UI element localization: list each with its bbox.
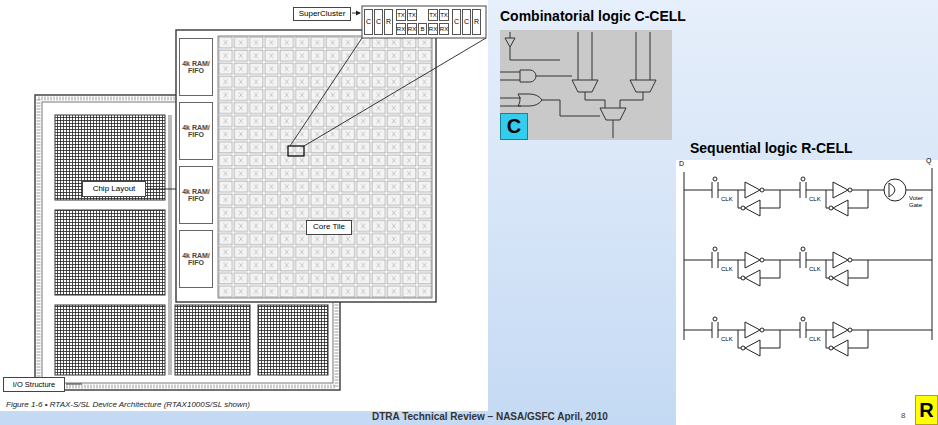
c-cell: C	[364, 9, 373, 35]
c-cell: C	[452, 9, 461, 35]
box-text: Chip Layout	[93, 185, 136, 193]
inversion-bubble	[848, 328, 852, 332]
latch-row	[684, 322, 932, 356]
box-text: TX	[429, 12, 437, 18]
box-text: C	[454, 18, 459, 25]
box-text: I/O Structure	[13, 381, 56, 389]
box-text: 4k RAM/ FIFO	[180, 188, 212, 203]
tx-cell: TX	[428, 9, 438, 21]
box-text: TX	[408, 12, 416, 18]
ram-block: 4k RAM/ FIFO	[179, 38, 213, 96]
inversion-bubble	[741, 206, 745, 210]
inversion-bubble	[760, 328, 764, 332]
c-cell-tag: C	[500, 113, 528, 140]
box-text: B	[420, 26, 424, 32]
rx-cell: RX	[396, 23, 406, 35]
b-cell: B	[418, 23, 427, 35]
c-cell-schematic	[500, 30, 672, 140]
tx-cell: TX	[439, 9, 449, 21]
clock-label: CLK	[721, 196, 733, 203]
box-text: SuperCluster	[299, 10, 346, 18]
inversion-bubble	[760, 188, 764, 192]
box-text: R	[386, 18, 391, 25]
core-tile-label: Core Tile	[306, 220, 352, 235]
rx-cell: RX	[407, 23, 417, 35]
io-structure-label: I/O Structure	[3, 377, 65, 392]
box-text: RX	[429, 26, 437, 32]
box-text: Core Tile	[313, 223, 345, 231]
clock-label: CLK	[809, 196, 821, 203]
inversion-bubble	[829, 346, 833, 350]
chip-layout-label: Chip Layout	[82, 181, 146, 197]
inversion-bubble	[801, 317, 805, 321]
box-text: C	[376, 18, 381, 25]
ram-block: 4k RAM/ FIFO	[179, 166, 213, 224]
core-tile-zoom	[176, 30, 436, 302]
box-text: 4k RAM/ FIFO	[180, 252, 212, 267]
clock-label: CLK	[809, 266, 821, 273]
figure-panel	[0, 0, 488, 411]
r-cell-schematic	[676, 160, 938, 425]
box-text: RX	[440, 26, 448, 32]
box-text: 4k RAM/ FIFO	[180, 60, 212, 75]
box-text: C	[366, 18, 371, 25]
inversion-bubble	[713, 247, 717, 251]
footer-text: DTRA Technical Review – NASA/GSFC April,…	[372, 411, 608, 423]
r-cell-tag: R	[915, 395, 938, 425]
r-cell: R	[384, 9, 393, 35]
signal-name: D	[679, 160, 684, 168]
inversion-bubble	[829, 276, 833, 280]
box-text: R	[474, 18, 479, 25]
inversion-bubble	[760, 258, 764, 262]
box-text: R	[919, 400, 933, 421]
inversion-bubble	[801, 177, 805, 181]
ram-block: 4k RAM/ FIFO	[179, 230, 213, 288]
inversion-bubble	[741, 276, 745, 280]
box-text: TX	[397, 12, 405, 18]
supercluster-label: SuperCluster	[293, 7, 351, 21]
r-cell: R	[472, 9, 481, 35]
inversion-bubble	[741, 346, 745, 350]
inversion-bubble	[848, 258, 852, 262]
rx-cell: RX	[439, 23, 449, 35]
tx-cell: TX	[396, 9, 406, 21]
box-text: 4k RAM/ FIFO	[180, 124, 212, 139]
tx-cell: TX	[407, 9, 417, 21]
leader-lines	[66, 13, 486, 384]
latch-row	[684, 182, 884, 216]
box-text: C	[464, 18, 469, 25]
rx-cell: RX	[428, 23, 438, 35]
inversion-bubble	[848, 188, 852, 192]
inversion-bubble	[713, 317, 717, 321]
gate-label: Voter Gate	[909, 195, 931, 209]
clock-label: CLK	[721, 266, 733, 273]
ram-block: 4k RAM/ FIFO	[179, 102, 213, 160]
page-number: 8	[901, 411, 905, 420]
inversion-bubble	[713, 177, 717, 181]
figure-caption: Figure 1-6 • RTAX-S/SL Device Architectu…	[6, 400, 250, 409]
panel-heading: Sequential logic R-CELL	[690, 140, 853, 156]
c-cell: C	[462, 9, 471, 35]
c-cell: C	[374, 9, 383, 35]
clock-label: CLK	[721, 336, 733, 343]
box-text: TX	[440, 12, 448, 18]
box-text: RX	[408, 26, 416, 32]
inversion-bubble	[801, 247, 805, 251]
clock-label: CLK	[809, 336, 821, 343]
box-text: C	[507, 116, 521, 137]
box-text: RX	[397, 26, 405, 32]
panel-heading: Combinatorial logic C-CELL	[500, 8, 686, 24]
inversion-bubble	[829, 206, 833, 210]
latch-row	[684, 252, 932, 286]
signal-name: Q	[926, 157, 931, 165]
supercluster-detail	[362, 6, 486, 38]
